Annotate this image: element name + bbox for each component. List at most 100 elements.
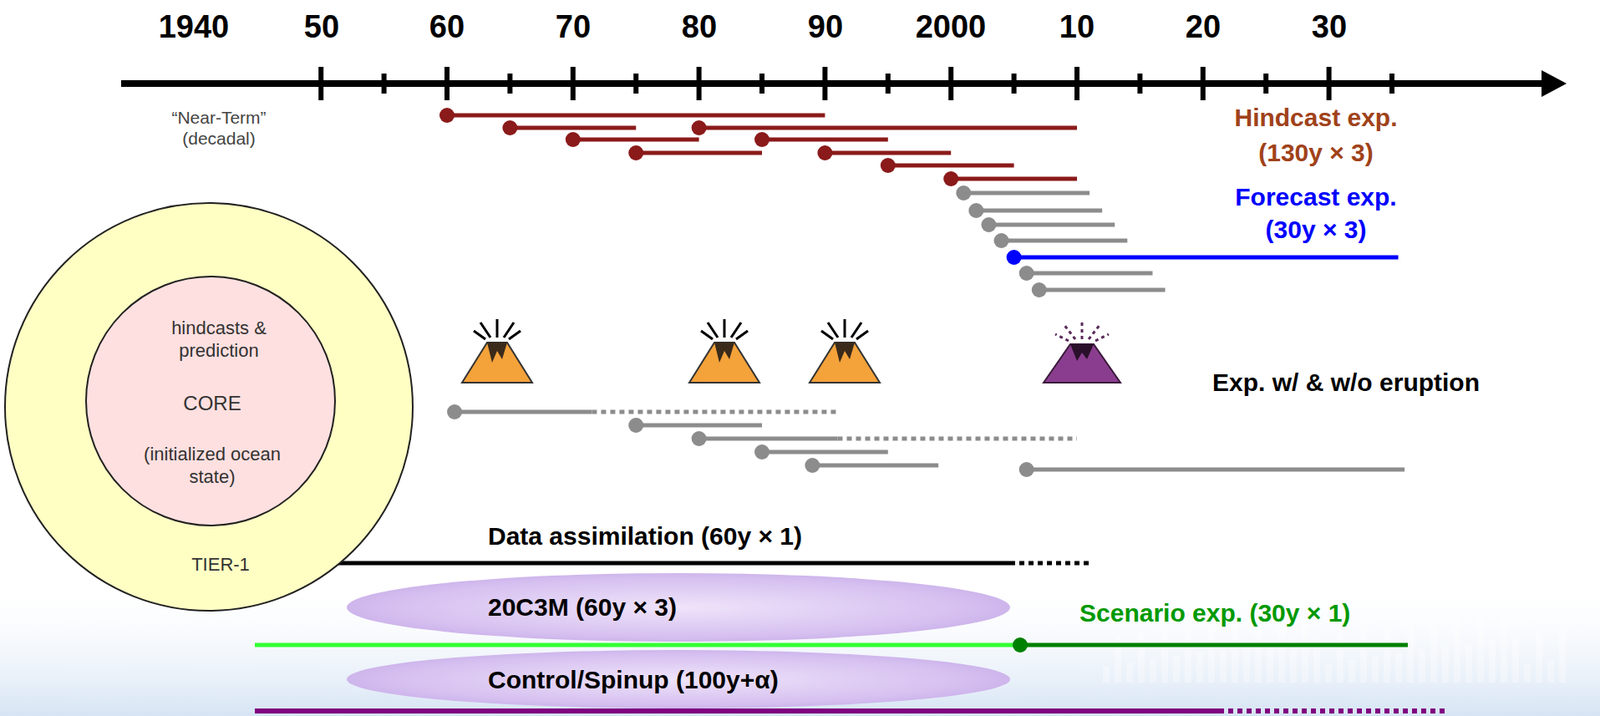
axis-tick (1011, 73, 1017, 94)
experiment-bar (988, 223, 1115, 228)
year-label: 1940 (158, 8, 230, 47)
background-bar (1430, 619, 1438, 683)
background-bar (1406, 622, 1414, 683)
background-bar (1418, 650, 1426, 683)
background-bar (1395, 653, 1402, 683)
start-dot (628, 417, 644, 433)
start-dot (502, 120, 518, 136)
background-bar (1208, 621, 1215, 683)
node-text: hindcasts & prediction (131, 316, 307, 363)
experiment-bar (573, 137, 700, 143)
node-text: TIER-1 (167, 553, 275, 577)
background-bar (1102, 665, 1110, 683)
background-bar (1442, 646, 1449, 683)
background-bar (1266, 642, 1274, 683)
axis-tick (570, 66, 576, 101)
start-dot (1019, 265, 1035, 281)
background-bar (1184, 624, 1192, 683)
background-bar (1114, 634, 1122, 683)
node-text: Control/Spinup (100y+α) (487, 664, 779, 696)
axis-tick (822, 66, 828, 101)
background-bar (1500, 609, 1508, 683)
axis-tick (381, 73, 387, 94)
background-bar (1126, 662, 1133, 683)
start-dot (955, 185, 971, 201)
background-bar (1371, 656, 1379, 683)
experiment-bar (635, 423, 762, 428)
axis-tick (1389, 73, 1395, 94)
start-dot (754, 444, 770, 460)
node-text: CORE (128, 391, 296, 417)
background-bar (1231, 618, 1239, 683)
experiment-bar (446, 113, 825, 118)
series-label: Exp. w/ & w/o eruption (1212, 367, 1480, 398)
axis-tick (1263, 73, 1269, 94)
start-dot (1006, 249, 1022, 265)
background-bar (1559, 629, 1566, 683)
year-label: 30 (1311, 8, 1347, 47)
background-bar (1547, 660, 1555, 683)
node-text: (initialized ocean state) (128, 442, 296, 489)
year-label: 90 (807, 8, 844, 47)
background-bar (1336, 632, 1344, 683)
axis-arrowhead (1541, 70, 1567, 97)
background-bar (1137, 631, 1145, 683)
start-dot (1031, 282, 1047, 298)
year-label: 80 (681, 8, 717, 47)
experiment-bar (950, 177, 1077, 182)
background-bar (1488, 640, 1496, 683)
background-bar (1196, 652, 1204, 683)
axis-tick (1137, 73, 1143, 94)
control-bar (254, 708, 1220, 714)
start-dot (1012, 637, 1028, 653)
background-bar (1161, 628, 1169, 683)
axis-tick (759, 73, 765, 94)
series-label: Forecast exp. (30y × 3) (1215, 180, 1417, 246)
start-dot (691, 431, 707, 447)
experiment-bar (761, 450, 889, 455)
start-dot (1019, 462, 1035, 478)
experiment-bar (699, 436, 839, 442)
background-bar (1325, 663, 1332, 683)
background-bar (1465, 643, 1473, 683)
experiment-bar (761, 137, 889, 143)
axis-ticks (320, 66, 1392, 101)
series-label: Data assimilation (60y × 1) (487, 521, 803, 552)
experiment-bar (975, 208, 1103, 214)
axis-tick (444, 66, 450, 101)
year-label: 60 (429, 8, 465, 47)
ellipse-band: 20C3M (60y × 3) (346, 573, 1011, 642)
background-bar (1535, 633, 1543, 683)
year-label: 20 (1185, 8, 1221, 47)
background-bar (1313, 635, 1321, 683)
start-dot (968, 203, 984, 219)
series-label: Scenario exp. (30y × 1) (1079, 598, 1351, 629)
20c3m-bar (254, 643, 1021, 648)
experiment-bar (454, 410, 592, 415)
volcano-icon (1043, 319, 1121, 383)
assimilation-bar-dotted (1010, 561, 1090, 566)
experiment-bars (254, 107, 1449, 712)
start-dot (804, 457, 820, 473)
experiment-bar (699, 126, 1077, 131)
start-dot (880, 157, 896, 173)
experiment-bar (509, 126, 636, 131)
node-text: 20C3M (60y × 3) (487, 591, 677, 624)
axis-tick (885, 73, 891, 94)
axis-tick (696, 66, 702, 101)
experiment-bar (1001, 238, 1128, 244)
scenario-bar (1020, 643, 1408, 648)
background-bar (1360, 629, 1367, 683)
year-label: 70 (555, 8, 591, 47)
experiment-bar (635, 151, 762, 156)
background-bar (1477, 612, 1484, 683)
start-dot (817, 145, 833, 161)
background-bar (1348, 660, 1356, 683)
time-axis (121, 80, 1546, 87)
year-label: 2000 (915, 8, 987, 47)
experiment-bar-dotted (591, 410, 838, 415)
background-bar (1453, 615, 1461, 683)
axis-tick (318, 66, 324, 101)
background-bar (1243, 645, 1250, 683)
tier-circle: TIER-1 hindcasts & predictionCORE (initial… (4, 202, 414, 612)
